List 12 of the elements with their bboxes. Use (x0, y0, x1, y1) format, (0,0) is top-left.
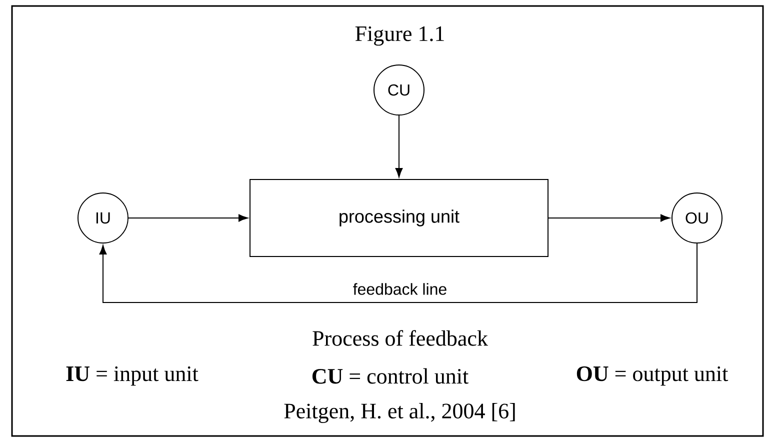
citation: Peitgen, H. et al., 2004 [6] (284, 403, 515, 424)
edge-label: feedback line (353, 283, 446, 295)
caption: Process of feedback (312, 330, 488, 346)
legend-text: OU = output unit (576, 366, 728, 386)
legend-text: IU = input unit (66, 366, 198, 386)
arrow (99, 243, 698, 303)
legend-text: CU = control unit (312, 368, 468, 384)
arrow (128, 214, 248, 222)
arrow (395, 115, 403, 178)
figure-title: Figure 1.1 (355, 26, 444, 46)
process-box: processing unit (250, 179, 548, 257)
arrow (548, 214, 670, 222)
